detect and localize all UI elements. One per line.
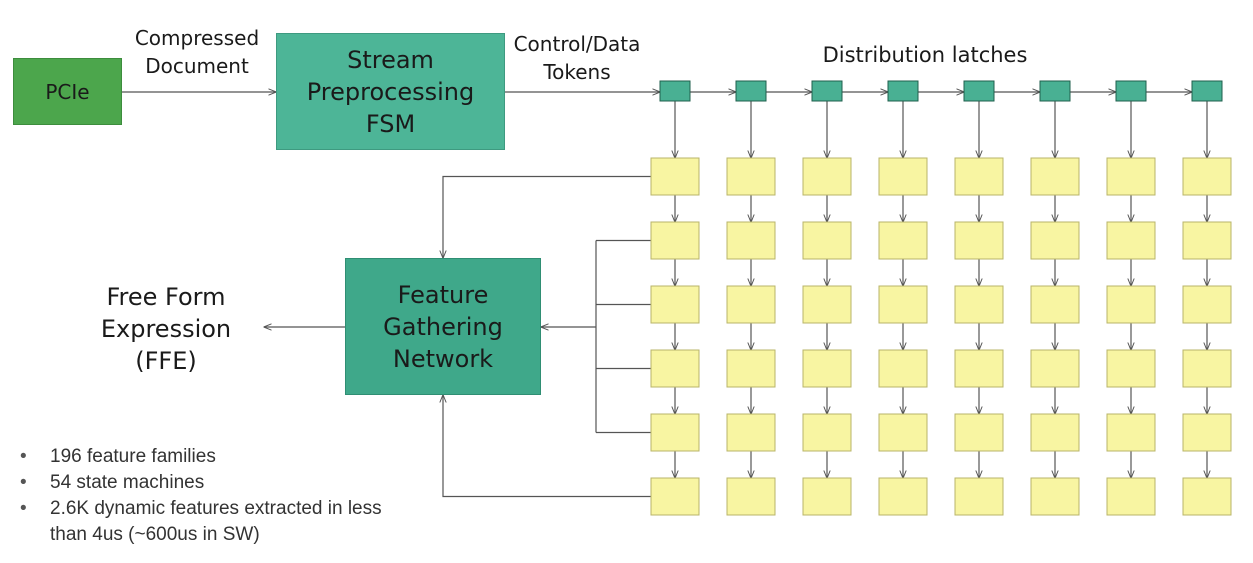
state-machine-cell [1106, 157, 1156, 196]
state-machine-cell [1106, 285, 1156, 324]
stream-fsm-line-3: FSM [365, 109, 416, 138]
state-machine-cell [650, 157, 700, 196]
pcie-block: PCIe [13, 58, 122, 125]
state-machine-cell [1030, 221, 1080, 260]
state-machine-cell [802, 413, 852, 452]
state-machine-cell [802, 477, 852, 516]
state-machine-cell [878, 413, 928, 452]
bullet-item: 2.6K dynamic features extracted in less … [20, 496, 420, 548]
state-machine-cell [726, 477, 776, 516]
ffe-line-1: Free Form [106, 283, 226, 311]
state-machine-cell [878, 157, 928, 196]
state-machine-cell [954, 157, 1004, 196]
compressed-document-label: Compressed Document [118, 24, 276, 80]
state-machine-cell [1182, 413, 1232, 452]
state-machine-cell [1182, 285, 1232, 324]
state-machine-cell [650, 477, 700, 516]
state-machine-cell [726, 221, 776, 260]
ffe-line-3: (FFE) [135, 347, 197, 375]
state-machine-cell [1030, 157, 1080, 196]
control-data-line-1: Control/Data [513, 32, 641, 56]
state-machine-cell [1106, 413, 1156, 452]
state-machine-cell [954, 285, 1004, 324]
bullet-item: 196 feature families [20, 444, 420, 470]
state-machine-cell [650, 413, 700, 452]
state-machine-cell [1030, 349, 1080, 388]
state-machine-cell [1030, 413, 1080, 452]
state-machine-cell [878, 477, 928, 516]
state-machine-cell [802, 349, 852, 388]
distribution-latch [887, 80, 919, 102]
state-machine-cell [1106, 349, 1156, 388]
control-data-tokens-label: Control/Data Tokens [498, 30, 656, 86]
compressed-document-line-2: Document [145, 54, 249, 78]
bottom-feedback-arrow [443, 395, 651, 498]
compressed-document-line-1: Compressed [134, 26, 260, 50]
state-machine-cell [878, 285, 928, 324]
control-data-line-2: Tokens [543, 60, 611, 84]
state-machine-cell [802, 221, 852, 260]
stream-fsm-line-1: Stream [347, 45, 434, 74]
ffe-line-2: Expression [100, 315, 232, 343]
distribution-latch [735, 80, 767, 102]
state-machine-cell [650, 285, 700, 324]
state-machine-cell [1182, 477, 1232, 516]
state-machine-cell [1030, 285, 1080, 324]
state-machine-cell [726, 157, 776, 196]
feature-network-line-1: Feature [397, 280, 489, 309]
top-feedback-arrow [443, 175, 651, 259]
state-machine-cell [802, 157, 852, 196]
distribution-latch [1039, 80, 1071, 102]
distribution-latch [811, 80, 843, 102]
state-machine-cell [1106, 477, 1156, 516]
distribution-latch [963, 80, 995, 102]
state-machine-cell [726, 285, 776, 324]
ffe-label: Free Form Expression (FFE) [80, 281, 252, 377]
distribution-latch [659, 80, 691, 102]
stream-fsm-line-2: Preprocessing [306, 77, 475, 106]
state-machine-cell [878, 349, 928, 388]
state-machine-cell [1182, 157, 1232, 196]
state-machine-cell [1106, 221, 1156, 260]
state-machine-cell [1182, 349, 1232, 388]
state-machine-cell [650, 221, 700, 260]
stream-preprocessing-fsm-block: Stream Preprocessing FSM [276, 33, 505, 150]
state-machine-cell [726, 413, 776, 452]
distribution-latches-label: Distribution latches [822, 43, 1028, 67]
state-machine-cell [1030, 477, 1080, 516]
feature-network-line-3: Network [392, 344, 494, 373]
state-machine-cell [650, 349, 700, 388]
state-machine-cell [726, 349, 776, 388]
state-machine-cell [954, 413, 1004, 452]
state-machine-cell [954, 221, 1004, 260]
state-machine-cell [802, 285, 852, 324]
pcie-label: PCIe [45, 79, 90, 104]
state-machine-cell [878, 221, 928, 260]
distribution-latch [1191, 80, 1223, 102]
state-machine-cell [1182, 221, 1232, 260]
feature-stats-list: 196 feature families 54 state machines 2… [20, 444, 420, 548]
state-machine-cell [954, 349, 1004, 388]
bullet-item: 54 state machines [20, 470, 420, 496]
feature-network-line-2: Gathering [383, 312, 503, 341]
distribution-latch [1115, 80, 1147, 102]
feature-gathering-network-block: Feature Gathering Network [345, 258, 541, 395]
state-machine-cell [954, 477, 1004, 516]
